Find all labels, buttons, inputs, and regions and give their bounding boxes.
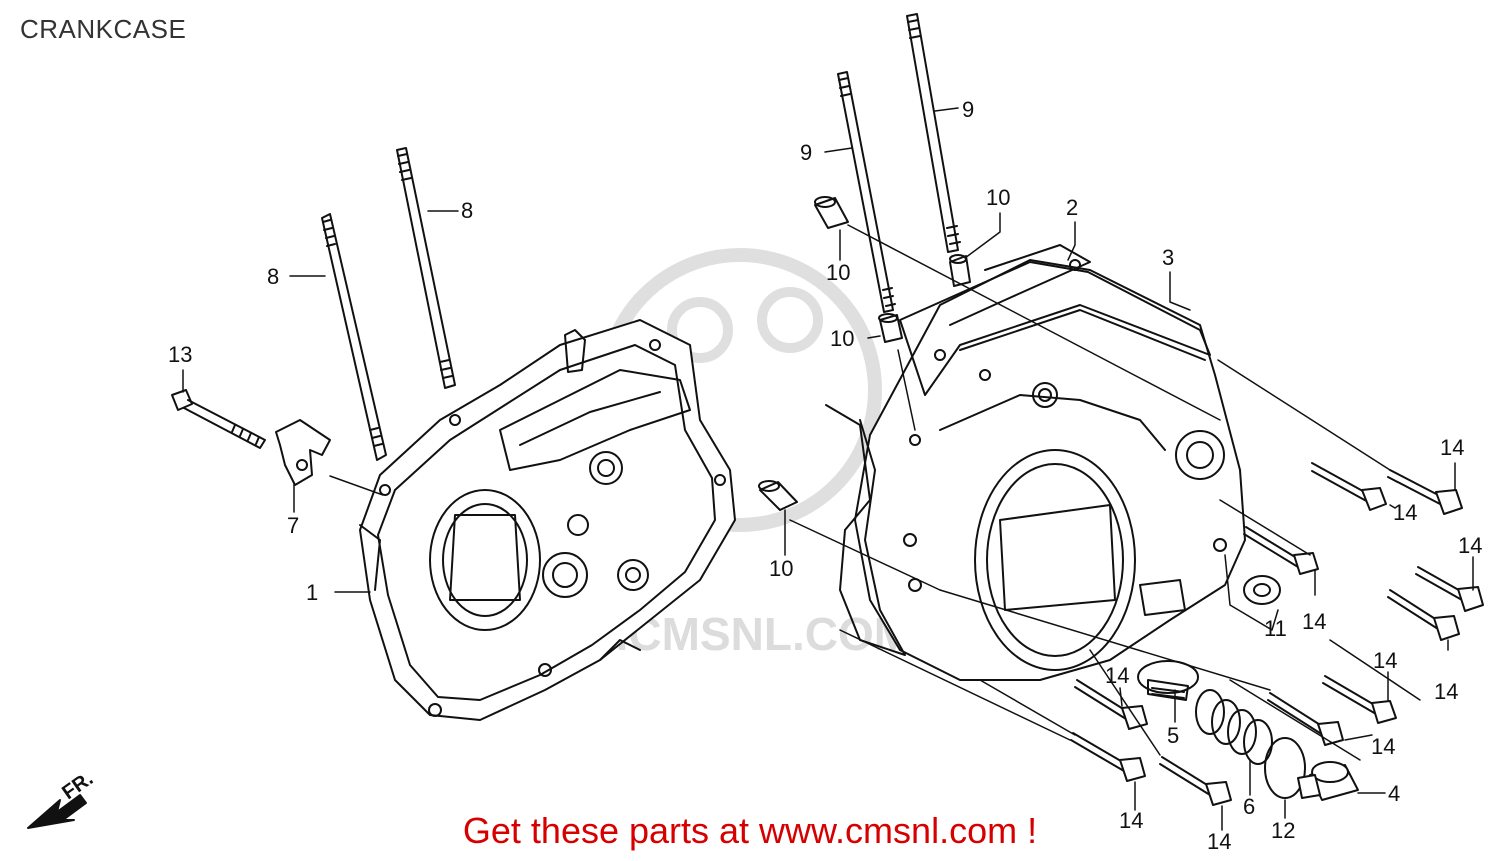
bolt-14-d [1415, 566, 1484, 612]
stud-bolt-9-right [906, 13, 961, 253]
callout-3: 3 [1162, 245, 1174, 270]
left-crankcase-half [359, 319, 736, 721]
callout-14-b: 14 [1393, 500, 1417, 525]
callout-13: 13 [168, 342, 192, 367]
dowel-pin-10-upper-right [949, 254, 971, 287]
bracket-7 [275, 419, 331, 486]
callout-14-c: 14 [1458, 533, 1482, 558]
callout-8-right: 8 [461, 198, 473, 223]
callout-14-h: 14 [1105, 663, 1129, 688]
callout-5: 5 [1167, 723, 1179, 748]
callout-12: 12 [1271, 818, 1295, 843]
callout-14-f: 14 [1373, 648, 1397, 673]
oil-seal-11 [1243, 575, 1281, 605]
oil-strainer-5 [1137, 660, 1199, 701]
callout-9-left: 9 [800, 140, 812, 165]
callout-1: 1 [306, 580, 318, 605]
callout-10-lower: 10 [769, 556, 793, 581]
callout-6: 6 [1243, 794, 1255, 819]
callout-14-j: 14 [1207, 829, 1231, 854]
callout-14-g: 14 [1371, 734, 1395, 759]
front-direction-arrow [27, 794, 87, 829]
callout-10-middle: 10 [830, 326, 854, 351]
front-direction-label: FR. [58, 768, 97, 805]
callout-14-a: 14 [1440, 435, 1464, 460]
right-crankcase-half [825, 244, 1246, 681]
stud-bolt-8-right [396, 147, 456, 389]
bolt-14-b [1387, 469, 1463, 515]
bolt-14-f [1322, 675, 1397, 724]
spring-6 [1195, 689, 1273, 765]
leader-lines [182, 107, 1474, 831]
bolt-13 [171, 389, 266, 449]
callout-10-top: 10 [826, 260, 850, 285]
bolt-14-a [1311, 462, 1387, 511]
callout-9-right: 9 [962, 97, 974, 122]
callout-4: 4 [1388, 781, 1400, 806]
dowel-pin-10-top [814, 196, 849, 229]
callout-14-i: 14 [1119, 808, 1143, 833]
callout-14-d: 14 [1302, 609, 1326, 634]
callout-7: 7 [287, 513, 299, 538]
callout-10-upper-right: 10 [986, 185, 1010, 210]
bolt-14-e [1387, 589, 1460, 641]
page-title: CRANKCASE [20, 14, 187, 44]
drain-bolt-4 [1297, 761, 1359, 801]
dowel-pin-10-lower [758, 480, 798, 511]
callout-8-left: 8 [267, 264, 279, 289]
bolt-14-j [1159, 756, 1232, 806]
o-ring-12 [1264, 737, 1306, 799]
callout-11: 11 [1264, 616, 1287, 641]
bolt-14-i [1070, 732, 1146, 782]
callout-14-e: 14 [1434, 679, 1458, 704]
callout-labels: 1 2 3 4 5 6 7 8 8 9 9 10 10 10 10 11 12 … [168, 97, 1482, 854]
stud-bolt-8-left [321, 213, 387, 461]
bolt-14-g [1267, 692, 1344, 746]
callout-2: 2 [1066, 195, 1078, 220]
dowel-pin-10-middle [878, 313, 903, 343]
bolt-14-c [1243, 526, 1319, 575]
cmsnl-parts-link[interactable]: Get these parts at www.cmsnl.com ! [462, 810, 1038, 851]
stud-bolt-9-left [837, 71, 896, 313]
